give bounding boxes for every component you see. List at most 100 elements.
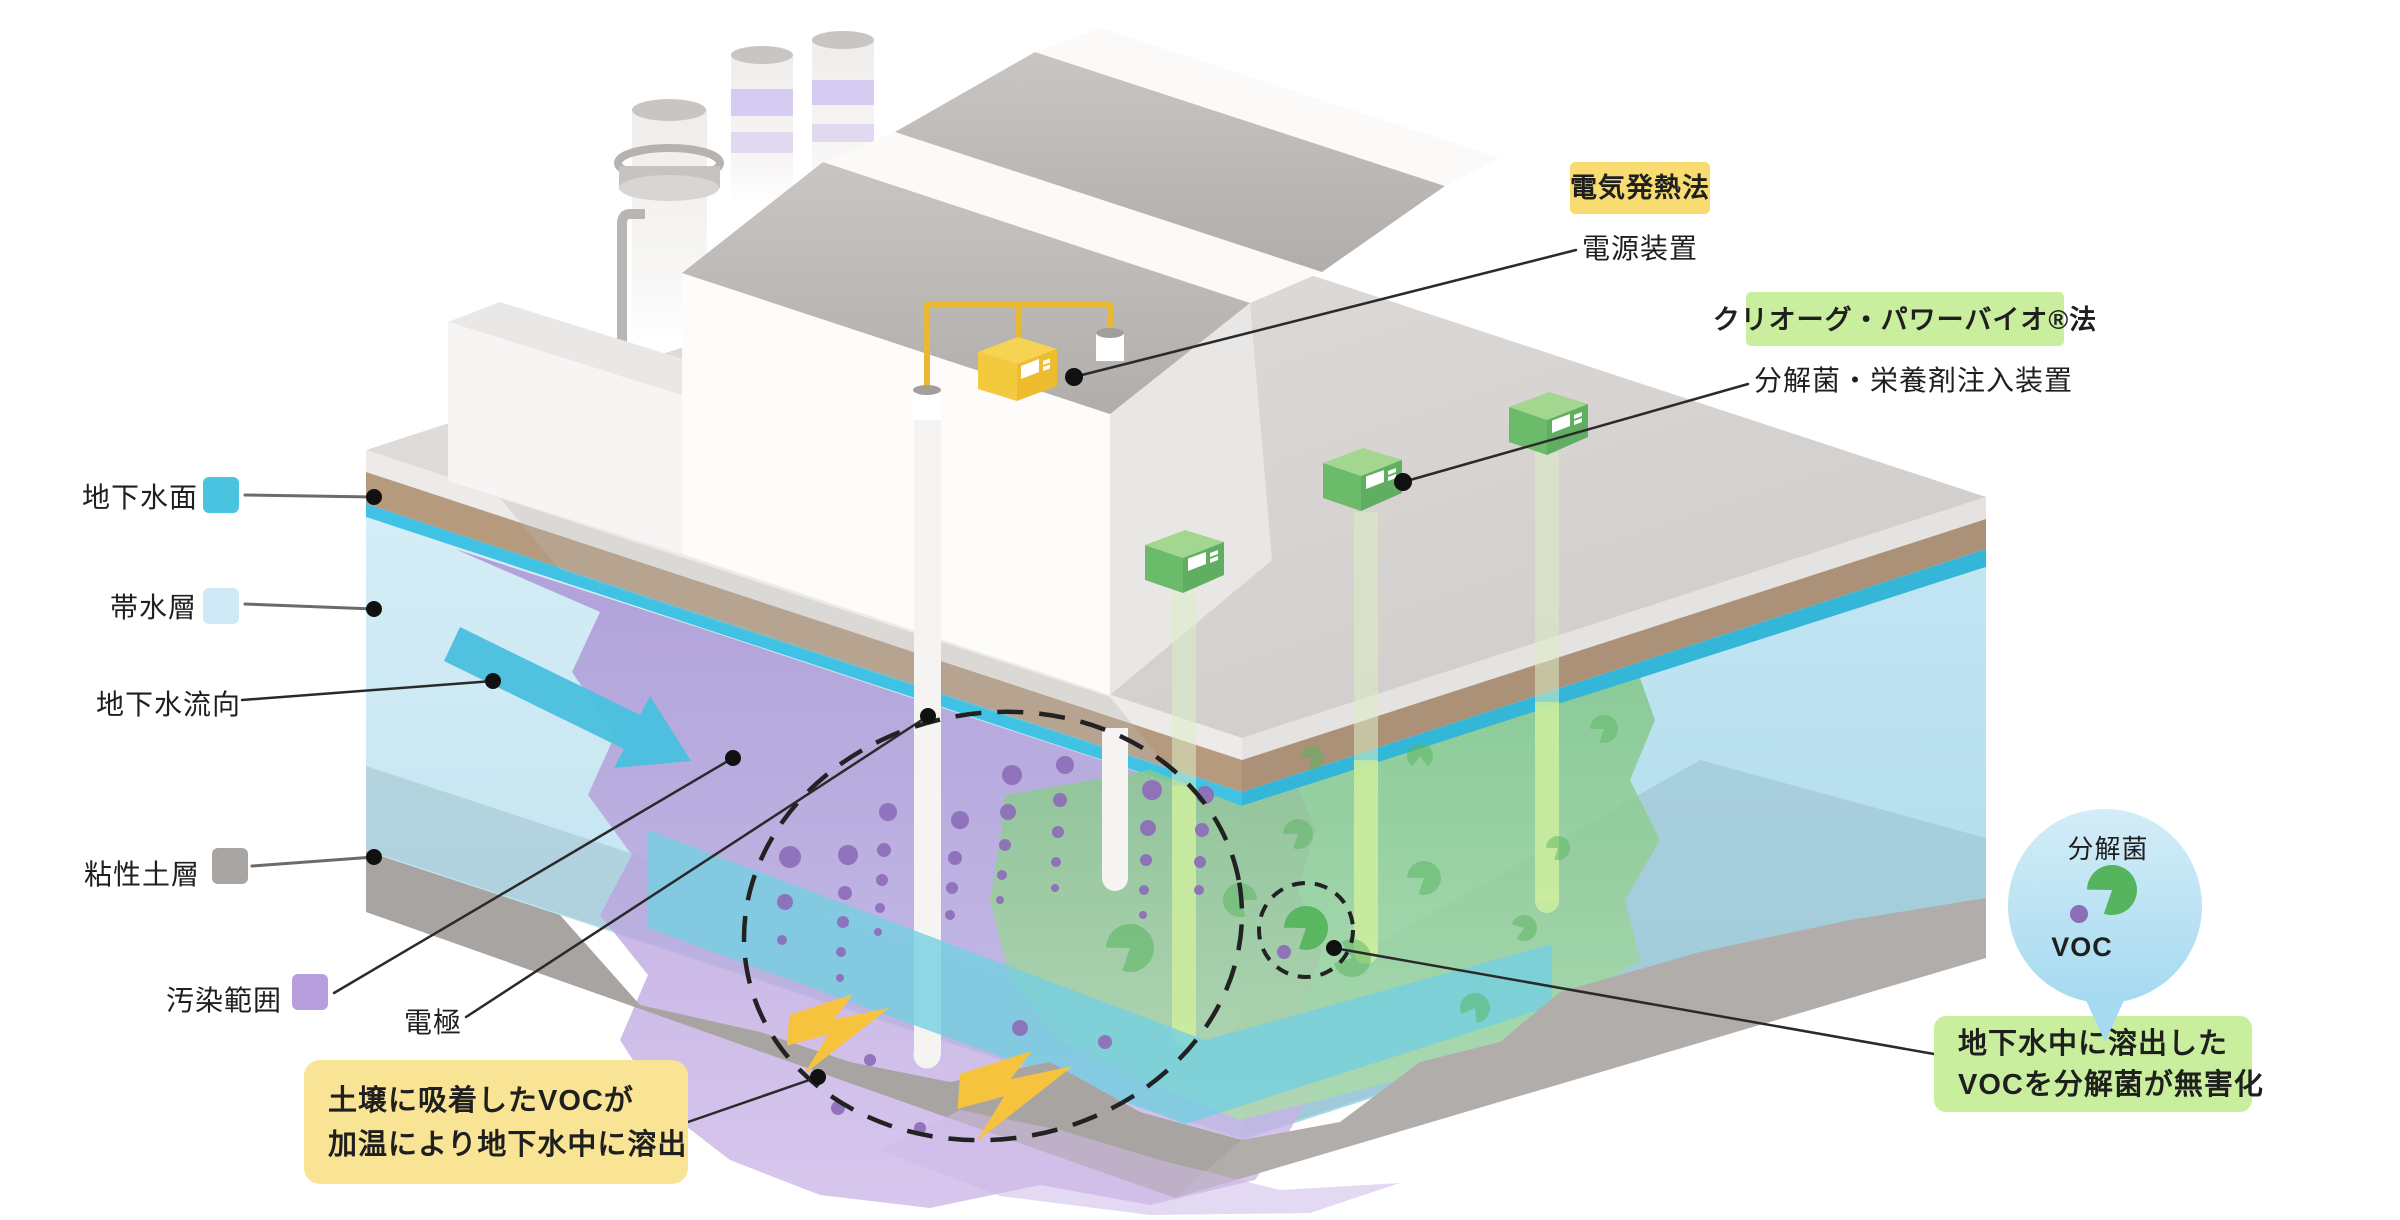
bacterium-icon bbox=[1283, 819, 1314, 850]
tag-electric-heating-label: 電気発熱法 bbox=[1570, 172, 1710, 203]
voc-bubble bbox=[837, 916, 849, 928]
legend-label-groundwater-surface: 地下水面 bbox=[82, 482, 198, 513]
voc-bubble bbox=[1051, 884, 1059, 892]
voc-bubble bbox=[945, 910, 955, 920]
voc-bubble bbox=[864, 1054, 876, 1066]
legend-label-clay-layer: 粘性土層 bbox=[84, 859, 200, 890]
injector-front bbox=[1145, 545, 1183, 593]
bio-detail-dashed-circle bbox=[1257, 881, 1355, 979]
groundwater-surface-band-left bbox=[366, 504, 1242, 806]
voc-bubble bbox=[836, 947, 846, 957]
injector-dash bbox=[1574, 418, 1582, 425]
legend-label-contamination: 汚染範囲 bbox=[166, 985, 282, 1016]
voc-bubble bbox=[1195, 823, 1209, 837]
factory-right-wall bbox=[1110, 303, 1272, 695]
bubble-tail bbox=[2084, 996, 2126, 1042]
surface-edge-right bbox=[1242, 497, 1986, 760]
lightning-layer bbox=[787, 994, 1073, 1142]
bacteria-layer bbox=[1106, 714, 1618, 1023]
injector-dash bbox=[1574, 412, 1582, 419]
bacterium-icon bbox=[1106, 924, 1154, 973]
underground-cutaway bbox=[366, 405, 1986, 1215]
wellhead bbox=[913, 385, 941, 420]
groundwater-surface-band-right bbox=[1242, 549, 1986, 806]
injection-rod bbox=[1354, 760, 1378, 952]
voc-bubble bbox=[1139, 911, 1147, 919]
factory-roof bbox=[895, 52, 1445, 272]
injection-rod-upper bbox=[1354, 512, 1378, 760]
voc-bubble bbox=[1002, 765, 1022, 785]
voc-bubble bbox=[951, 811, 969, 829]
voc-bubble bbox=[838, 845, 858, 865]
voc-bubble bbox=[1277, 945, 1291, 959]
injection-rod-upper bbox=[1535, 452, 1559, 702]
boiler-house-wall bbox=[448, 322, 682, 554]
bacterium-icon bbox=[1407, 860, 1441, 895]
voc-bubble bbox=[1051, 857, 1061, 867]
power-unit-label: 電源装置 bbox=[1582, 233, 1698, 264]
bacterium-icon bbox=[1407, 742, 1434, 767]
voc-bubble bbox=[779, 846, 801, 868]
injector-screen bbox=[1366, 470, 1384, 489]
injection-rod bbox=[1172, 786, 1196, 1035]
factory-clerestory bbox=[823, 132, 1322, 303]
voc-bubble bbox=[777, 935, 787, 945]
note-heating-line2: 加温により地下水中に溶出 bbox=[328, 1127, 687, 1161]
voc-bubble bbox=[999, 839, 1011, 851]
injection-rod bbox=[1535, 702, 1559, 901]
voc-bubble bbox=[1000, 804, 1016, 820]
legend: 地下水面 帯水層 地下水流向 粘性土層 汚染範囲 電極 bbox=[82, 477, 462, 1038]
bacterium-icon bbox=[1460, 993, 1491, 1023]
clay-layer-right bbox=[1175, 898, 1986, 1198]
soil-band-right bbox=[1242, 519, 1986, 792]
legend-label-electrode: 電極 bbox=[404, 1007, 462, 1038]
electrode-rod bbox=[1102, 728, 1128, 891]
bacterium-icon bbox=[1590, 714, 1618, 743]
bacterium-icon bbox=[1511, 914, 1537, 941]
voc-bubble bbox=[1142, 780, 1162, 800]
bubble-bacterium bbox=[2070, 865, 2138, 923]
tag-electric-heating bbox=[1570, 162, 1710, 214]
bacterium-icon bbox=[1333, 938, 1372, 977]
voc-bubble bbox=[777, 894, 793, 910]
voc-bubble bbox=[1140, 854, 1152, 866]
voc-bubble bbox=[879, 803, 897, 821]
injector-screen bbox=[1552, 414, 1570, 433]
leader-dots bbox=[366, 368, 1412, 1085]
voc-bubble bbox=[1194, 885, 1204, 895]
chimney-icon bbox=[731, 46, 793, 205]
voc-bubble bbox=[1052, 826, 1064, 838]
building-shadow bbox=[500, 498, 1170, 770]
bacterium-icon bbox=[1284, 905, 1328, 950]
voc-bubble bbox=[836, 974, 844, 982]
surface-edge-left bbox=[366, 450, 1242, 760]
annotations: 電気発熱法 電源装置 クリオーグ・パワーバイオ®法 分解菌・栄養剤注入装置 bbox=[1570, 162, 2096, 396]
injector-dash bbox=[1210, 556, 1218, 563]
voc-bubble bbox=[996, 896, 1004, 904]
injector-top bbox=[1145, 530, 1224, 558]
wellhead bbox=[1096, 328, 1124, 361]
injector-screen bbox=[1188, 552, 1206, 571]
groundwater-flow-arrow-icon bbox=[444, 627, 691, 768]
lightning-icon bbox=[787, 994, 890, 1075]
legend-label-flow-direction: 地下水流向 bbox=[96, 689, 241, 720]
voc-bubble bbox=[874, 928, 882, 936]
voc-bubble bbox=[997, 870, 1007, 880]
boiler-house-top bbox=[448, 302, 734, 395]
clay-layer-left bbox=[366, 851, 1242, 1198]
lightning-icon bbox=[957, 1050, 1073, 1142]
voc-bubble bbox=[1056, 756, 1074, 774]
note-heating-line1: 土壌に吸着したVOCが bbox=[328, 1083, 634, 1117]
injector-front bbox=[1323, 463, 1361, 511]
bacterium-icon bbox=[2087, 865, 2138, 915]
voc-bubble bbox=[1012, 1020, 1028, 1036]
injector-top bbox=[1323, 448, 1402, 476]
voc-bubble bbox=[838, 886, 852, 900]
voc-bubble bbox=[948, 851, 962, 865]
power-unit bbox=[978, 337, 1057, 401]
tower-icon bbox=[614, 99, 724, 340]
voc-bubble bbox=[875, 903, 885, 913]
note-bio-line1: 地下水中に溶出した bbox=[1958, 1026, 2228, 1060]
injector-dash bbox=[1210, 550, 1218, 557]
